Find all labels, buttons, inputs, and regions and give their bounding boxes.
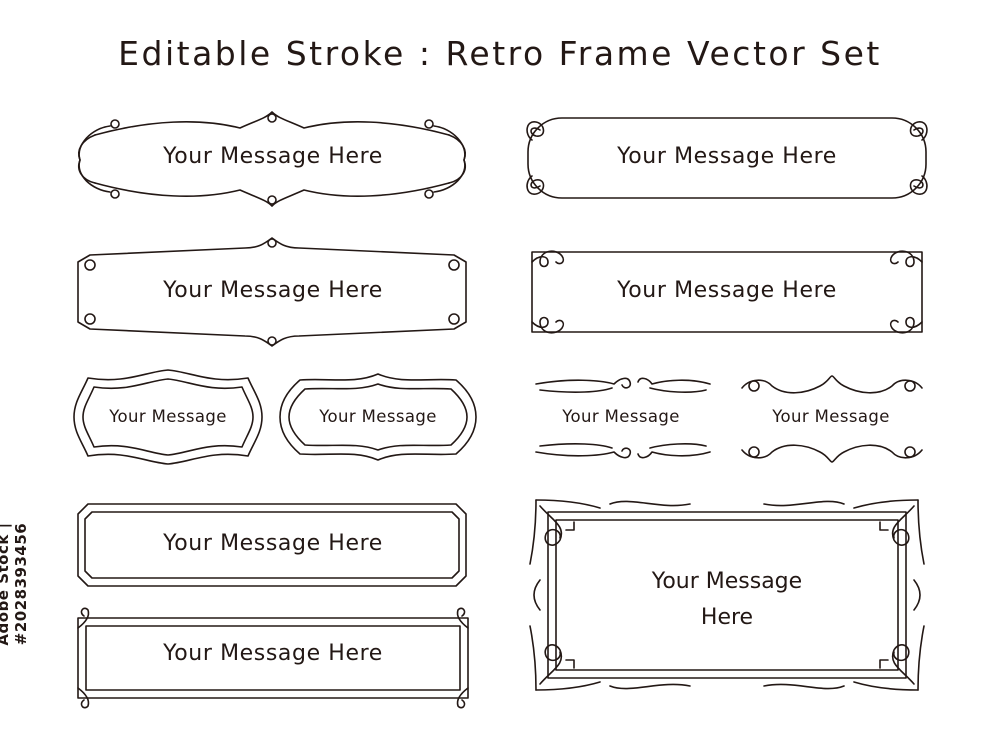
frame-11-ornament	[529, 499, 925, 691]
stock-id-watermark: Adobe Stock | #202839345​6	[0, 522, 30, 646]
frame-8-text: Your Message Here	[617, 278, 837, 303]
frame-3-text: Your Message	[109, 407, 227, 426]
frame-5-text: Your Message Here	[163, 531, 383, 556]
frame-1-text: Your Message Here	[163, 144, 383, 169]
frame-6-text: Your Message Here	[163, 641, 383, 666]
frame-9-text: Your Message	[562, 407, 680, 426]
frame-1-ornament	[78, 111, 466, 207]
frame-4-ornament	[279, 373, 477, 461]
frame-3-ornament	[73, 369, 263, 465]
frame-2-text: Your Message Here	[163, 278, 383, 303]
frame-10-text: Your Message	[772, 407, 890, 426]
frame-7-ornament	[526, 117, 928, 199]
frame-6-ornament	[77, 607, 469, 709]
page-title: Editable Stroke : Retro Frame Vector Set	[118, 34, 882, 73]
frame-5-ornament	[77, 503, 467, 587]
frame-8-ornament	[531, 250, 923, 334]
frame-10-ornament	[741, 375, 923, 463]
frame-2-ornament	[77, 237, 467, 347]
frame-9-ornament	[535, 377, 711, 459]
frame-7-text: Your Message Here	[617, 144, 837, 169]
frame-4-text: Your Message	[319, 407, 437, 426]
